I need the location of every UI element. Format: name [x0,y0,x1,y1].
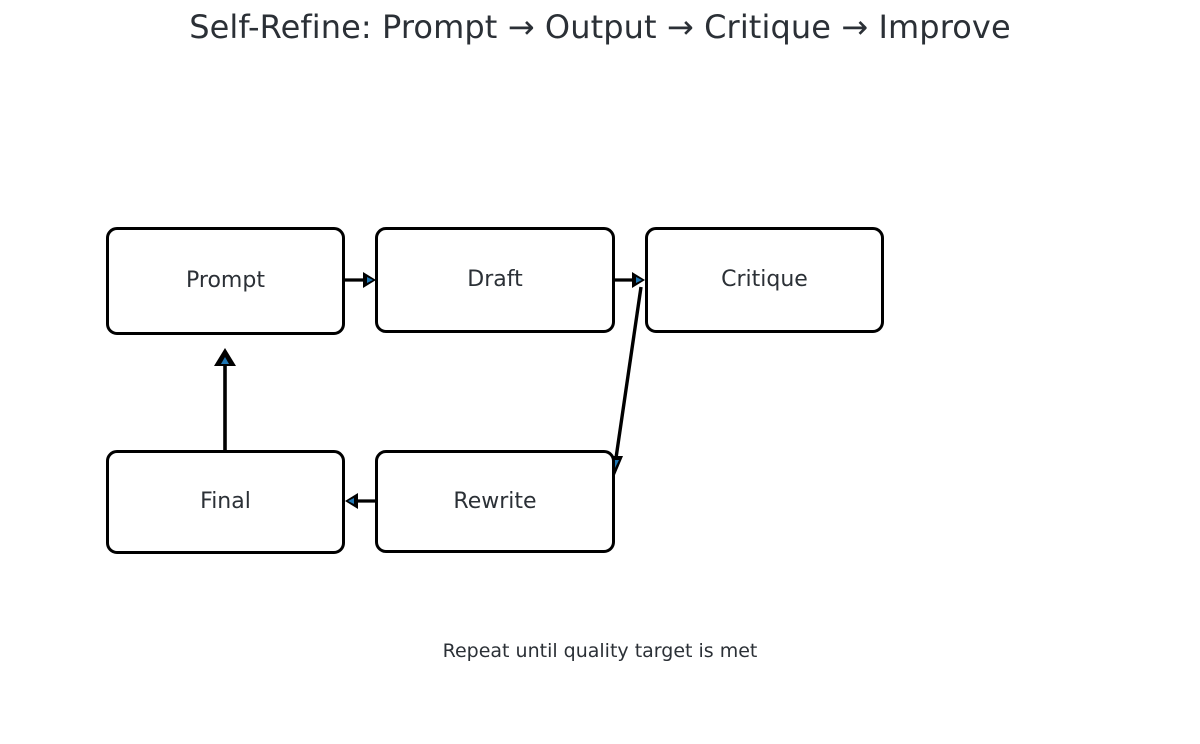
node-final-label: Final [200,489,251,514]
node-draft[interactable]: Draft [375,227,615,333]
edge-final-to-prompt [214,348,236,450]
diagram-caption: Repeat until quality target is met [442,640,758,662]
node-draft-label: Draft [467,267,523,292]
node-prompt[interactable]: Prompt [106,227,345,335]
node-final[interactable]: Final [106,450,345,554]
edge-rewrite-to-final [345,493,375,509]
edge-draft-to-critique [615,272,645,288]
node-critique-label: Critique [721,267,808,292]
node-rewrite-label: Rewrite [453,488,537,514]
node-prompt-label: Prompt [186,268,265,293]
page-title: Self-Refine: Prompt → Output → Critique … [189,8,1011,46]
edge-prompt-to-draft [345,272,376,288]
node-critique[interactable]: Critique [645,227,884,333]
node-rewrite[interactable]: Rewrite [375,450,615,553]
